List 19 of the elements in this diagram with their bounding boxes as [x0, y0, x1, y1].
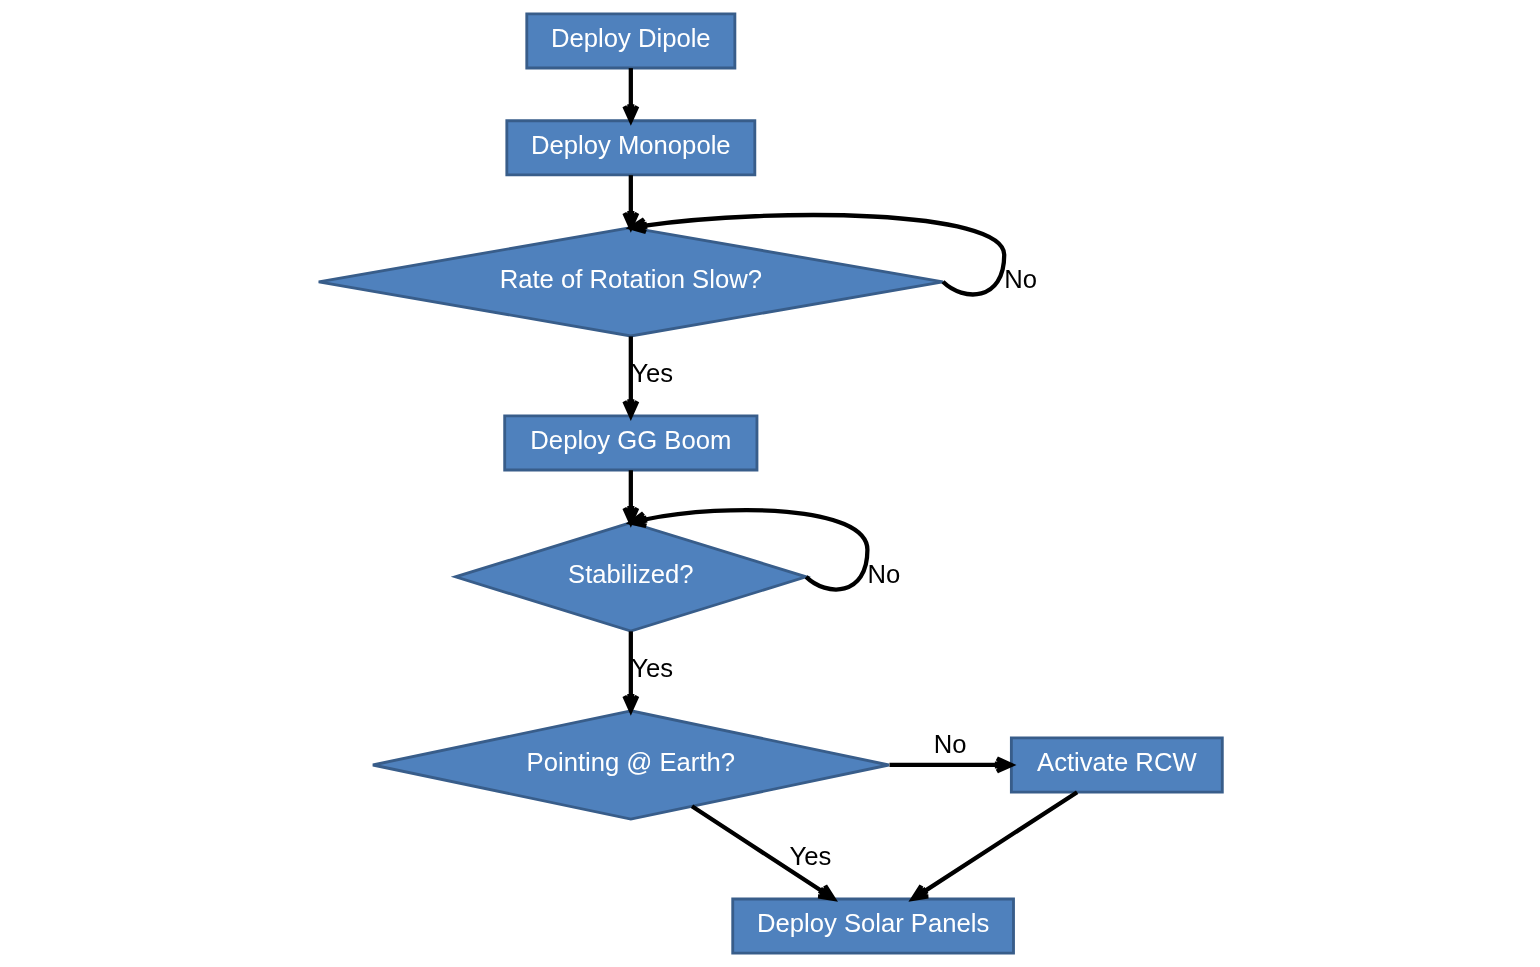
edge-label: No — [1003, 265, 1037, 294]
edge-label: No — [933, 729, 966, 758]
arrow — [910, 790, 1078, 901]
arrow — [628, 508, 870, 592]
node-diamond: Stabilized? — [450, 521, 811, 633]
arrow — [621, 631, 639, 713]
node-box: Activate RCW — [1009, 736, 1224, 794]
node-box: Deploy Monopole — [504, 119, 756, 177]
edge-label: Yes — [788, 842, 831, 871]
node-box: Deploy Solar Panels — [730, 897, 1015, 955]
arrow — [621, 68, 639, 123]
edge-label: No — [866, 560, 900, 589]
arrow — [690, 804, 836, 901]
node-box: Deploy GG Boom — [502, 414, 758, 472]
node-box: Deploy Dipole — [524, 12, 736, 70]
node-diamond: Rate of Rotation Slow? — [316, 226, 944, 338]
arrow — [621, 336, 639, 418]
node-diamond: Pointing @ Earth? — [370, 709, 890, 821]
arrow — [628, 213, 1006, 297]
